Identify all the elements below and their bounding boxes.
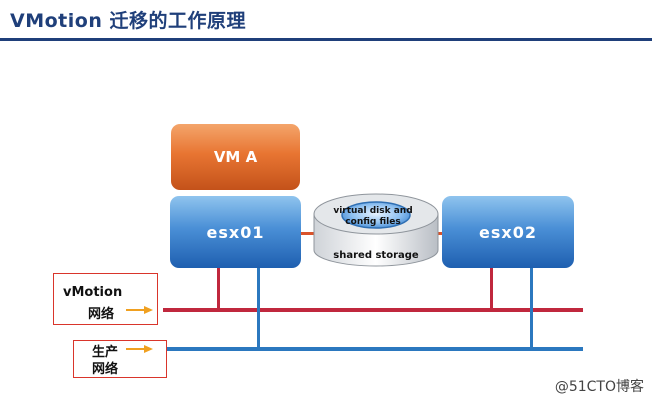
vmotion-label-line1: vMotion [63, 285, 123, 300]
production-network-label-box [73, 340, 167, 378]
esx01-storage-link [301, 232, 315, 235]
production-arrow-icon [126, 345, 153, 353]
vmotion-arrow-icon [126, 306, 153, 314]
esx02-vmotion-link [490, 268, 493, 310]
shared-storage-icon [313, 193, 439, 267]
production-network-line [163, 347, 583, 351]
production-label-line2: 网络 [92, 362, 119, 377]
esx02-production-link [530, 268, 533, 349]
virtual-disk-label: virtual disk and config files [333, 206, 413, 227]
esx01-host: esx01 [170, 196, 301, 268]
esx01-label: esx01 [206, 222, 265, 242]
shared-storage-label: shared storage [333, 250, 419, 261]
vm-a-box: VM A [171, 124, 300, 190]
esx02-host: esx02 [442, 196, 574, 268]
esx01-production-link [257, 268, 260, 349]
production-label-line1: 生产 [92, 345, 119, 360]
esx02-label: esx02 [479, 222, 537, 242]
vmotion-network-label-box [53, 273, 158, 325]
title-underline [0, 38, 652, 41]
vmotion-label-line2: 网络 [88, 307, 115, 322]
esx01-vmotion-link [217, 268, 220, 310]
watermark: @51CTO博客 [554, 379, 644, 395]
vm-a-label: VM A [213, 148, 258, 166]
page-title: VMotion 迁移的工作原理 [10, 10, 246, 32]
vmotion-network-line [163, 308, 583, 312]
